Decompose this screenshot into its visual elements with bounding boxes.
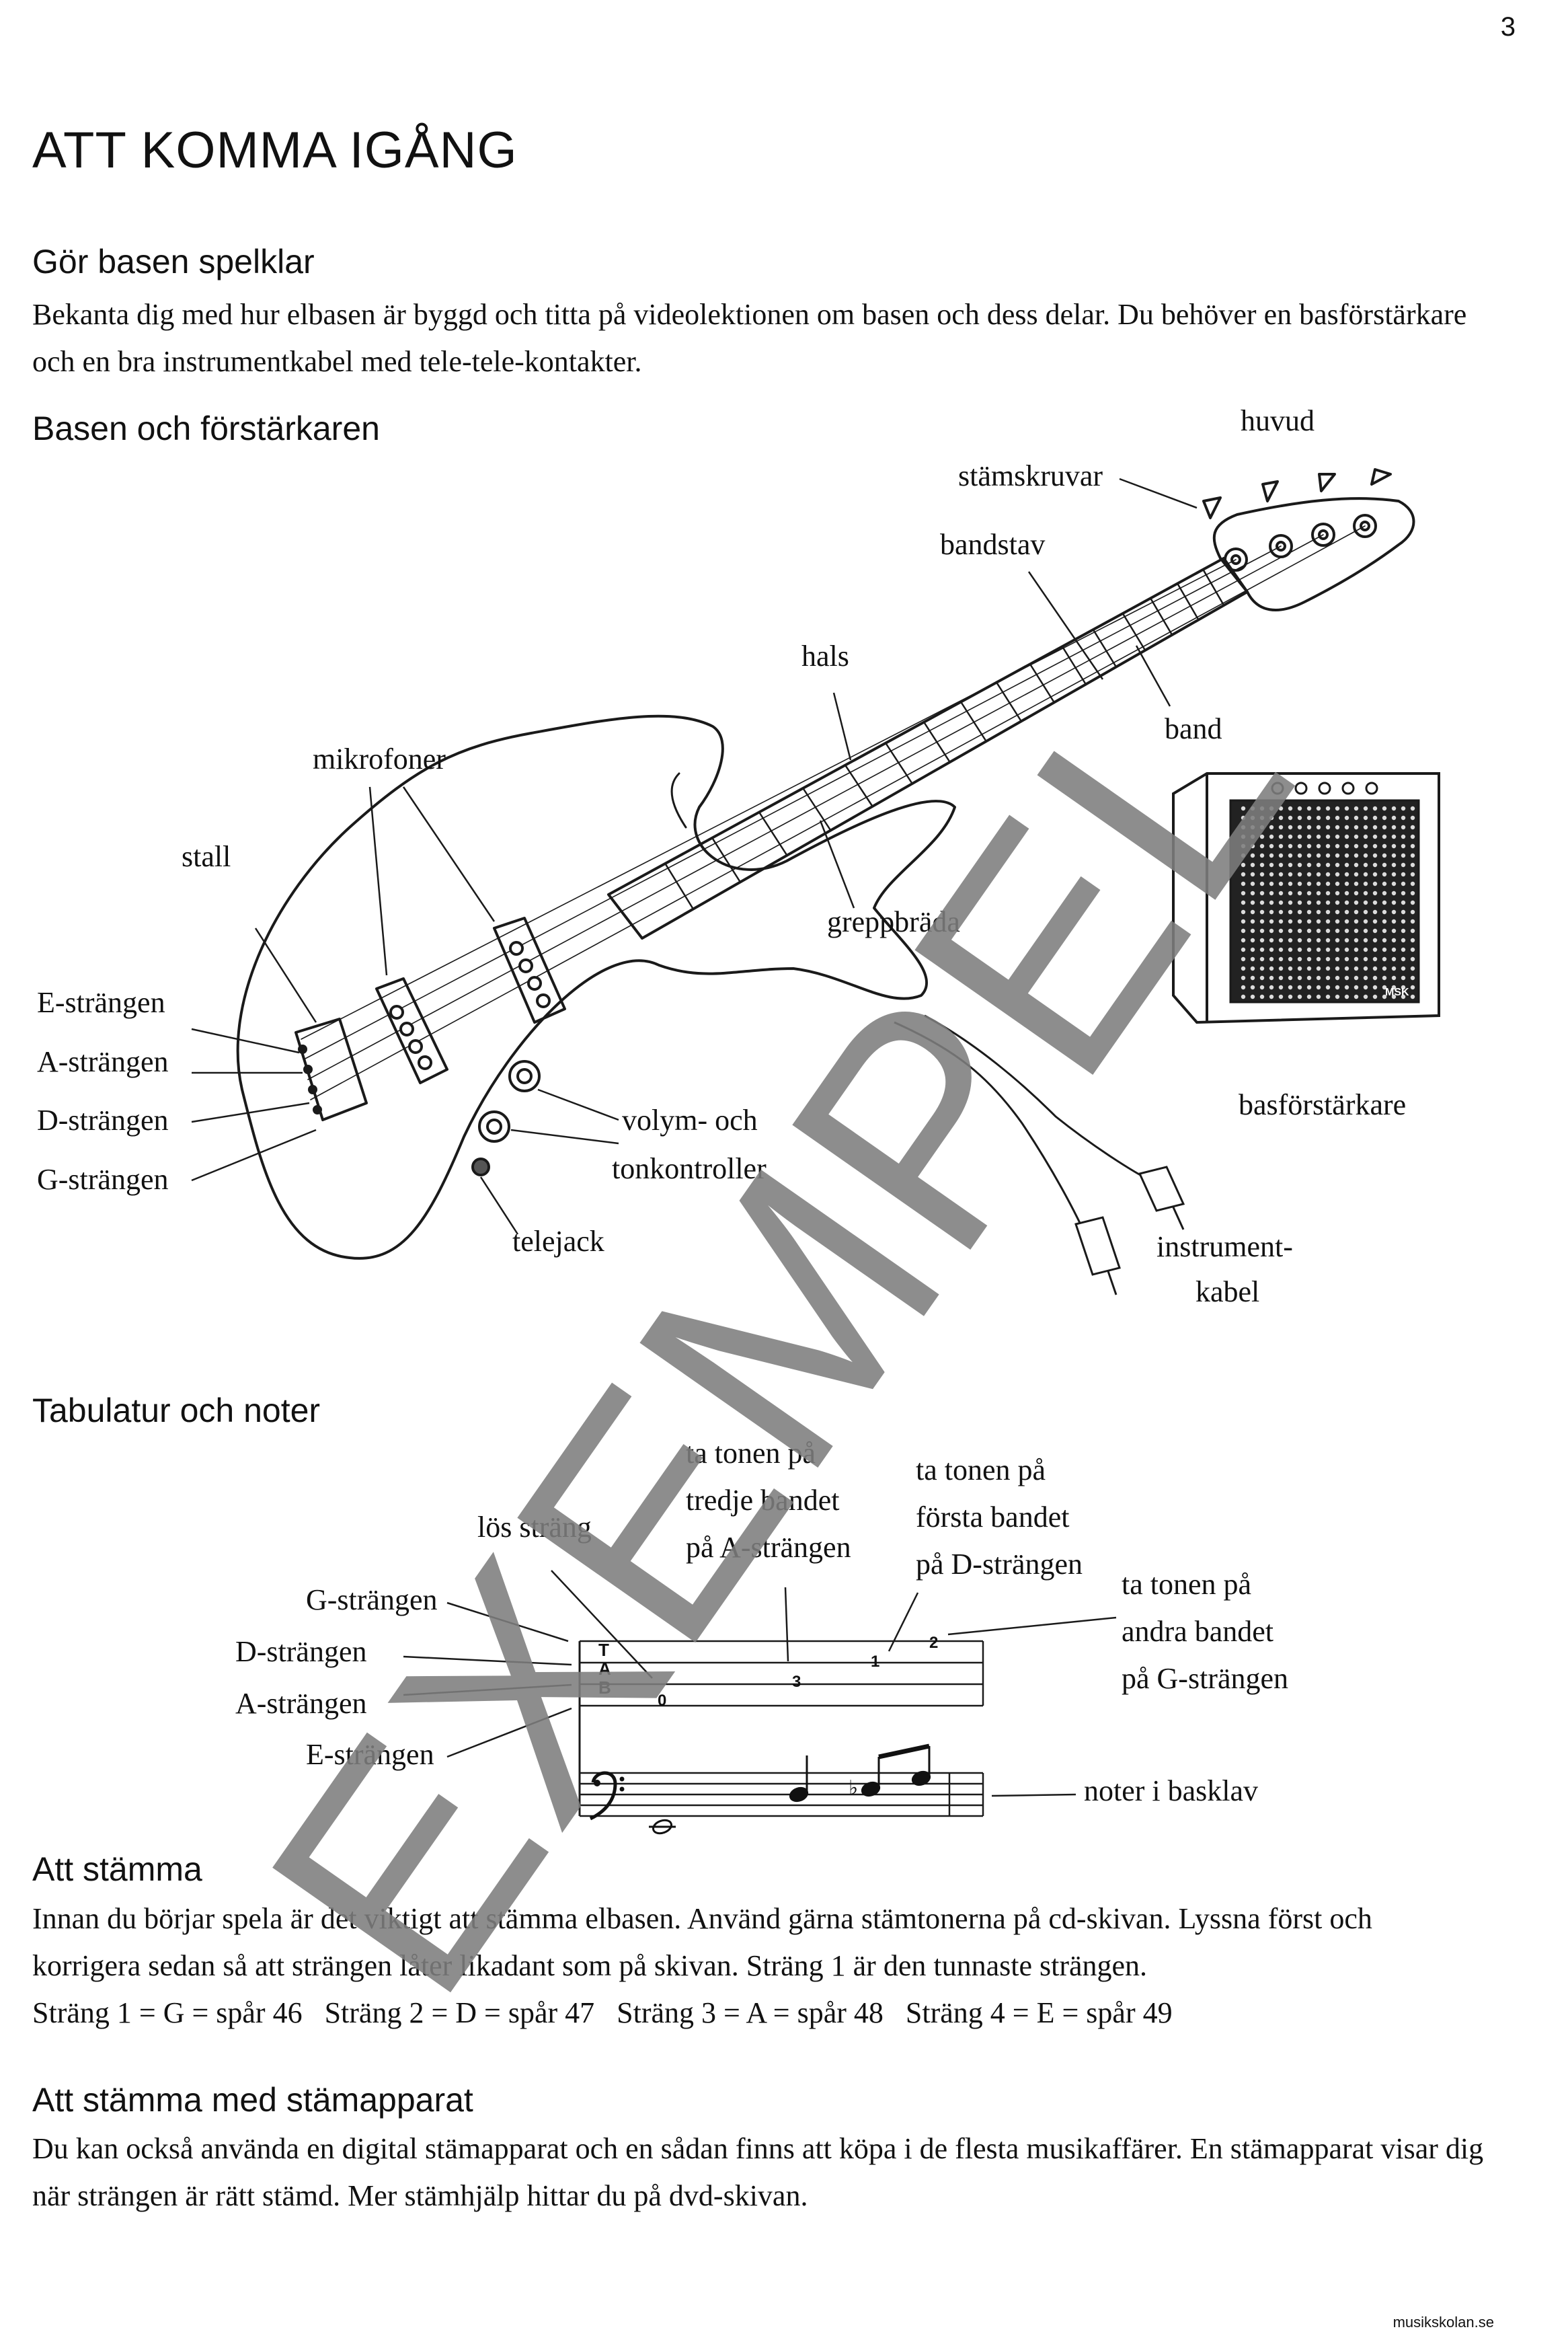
volume-knob [508, 1060, 541, 1092]
amp-speaker-grille [1241, 806, 1415, 999]
label-g-strangen: G-strängen [37, 1163, 169, 1196]
label-telejack: telejack [512, 1225, 604, 1258]
tab-letter-b: B [598, 1677, 611, 1698]
label-a-strangen: A-strängen [37, 1045, 169, 1078]
tab-fret-open: 0 [658, 1692, 666, 1710]
label-andra-2: andra bandet [1122, 1615, 1273, 1648]
bass-guitar-illustration: MSK huvud stämskruvar bandstav hals band… [37, 404, 1440, 1308]
page-title: ATT KOMMA IGÅNG [32, 122, 518, 179]
label-d-strangen: D-strängen [37, 1104, 169, 1137]
label-tredje-2: tredje bandet [686, 1484, 839, 1517]
paragraph-gor-basen: Bekanta dig med hur elbasen är byggd och… [32, 298, 1467, 378]
bass-body [236, 714, 956, 1260]
label-andra-3: på G-strängen [1122, 1662, 1288, 1695]
pickup-neck [493, 917, 566, 1024]
heading-gor-basen-spelklar: Gör basen spelklar [32, 243, 315, 280]
label-mikrofoner: mikrofoner [313, 743, 446, 776]
tone-knob [478, 1110, 510, 1143]
label-instrument: instrument- [1157, 1230, 1293, 1263]
tab-letter-t: T [598, 1640, 609, 1660]
heading-att-stamma: Att stämma [32, 1850, 202, 1888]
tuning-tracks: Sträng 1 = G = spår 46 Sträng 2 = D = sp… [32, 1996, 1173, 2029]
instrument-cable [894, 1014, 1185, 1295]
heading-basen-och-forstarkaren: Basen och förstärkaren [32, 410, 380, 447]
label-noter-i-basklav: noter i basklav [1084, 1774, 1258, 1807]
tab-notation-diagram: T A B 0 3 1 2 ♭ lös sträng [235, 1437, 1288, 1835]
label-hals: hals [801, 640, 849, 673]
label-tab-d-strangen: D-strängen [235, 1635, 367, 1668]
page-number: 3 [1500, 12, 1516, 42]
heading-tabulatur-och-noter: Tabulatur och noter [32, 1392, 321, 1429]
label-tredje-3: på A-strängen [686, 1531, 851, 1564]
footer-url: musikskolan.se [1393, 2314, 1494, 2331]
label-huvud: huvud [1241, 404, 1315, 437]
tab-fret-g2: 2 [929, 1634, 938, 1652]
label-tab-e-strangen: E-strängen [306, 1738, 434, 1771]
tab-letter-a: A [598, 1659, 611, 1679]
svg-text:♭: ♭ [849, 1776, 858, 1800]
label-bandstav: bandstav [940, 528, 1045, 561]
label-tonkontroller: tonkontroller [612, 1152, 767, 1185]
bass-notes: ♭ [649, 1743, 931, 1835]
tab-fret-a3: 3 [792, 1673, 801, 1691]
heading-att-stamma-med-stamapparat: Att stämma med stämapparat [32, 2081, 473, 2119]
label-forsta-3: på D-strängen [916, 1548, 1083, 1581]
label-volym: volym- och [622, 1104, 758, 1137]
label-los-strang: lös sträng [477, 1511, 592, 1544]
tab-fret-d1: 1 [871, 1653, 879, 1671]
output-jack [471, 1158, 490, 1176]
label-forsta-1: ta tonen på [916, 1453, 1046, 1486]
label-tab-a-strangen: A-strängen [235, 1687, 367, 1720]
pickup-bridge [375, 977, 448, 1084]
bass-amplifier [1172, 772, 1440, 1024]
bass-headstock [1212, 497, 1415, 611]
label-e-strangen: E-strängen [37, 986, 165, 1019]
label-andra-1: ta tonen på [1122, 1568, 1251, 1601]
label-forsta-2: första bandet [916, 1501, 1069, 1534]
label-greppbrada: greppbräda [827, 905, 960, 938]
label-basforstarkare: basförstärkare [1239, 1088, 1406, 1121]
label-band: band [1165, 712, 1222, 745]
bass-clef-icon [589, 1771, 625, 1821]
amp-badge: MSK [1385, 987, 1409, 998]
paragraph-att-stamma: Innan du börjar spela är det viktigt att… [32, 1902, 1372, 1982]
paragraph-stamapparat: Du kan också använda en digital stämappa… [32, 2132, 1484, 2212]
label-tab-g-strangen: G-strängen [306, 1583, 438, 1616]
label-tredje-1: ta tonen på [686, 1437, 816, 1470]
label-kabel: kabel [1195, 1275, 1259, 1308]
label-stamskruvar: stämskruvar [958, 459, 1103, 492]
label-stall: stall [182, 840, 231, 873]
